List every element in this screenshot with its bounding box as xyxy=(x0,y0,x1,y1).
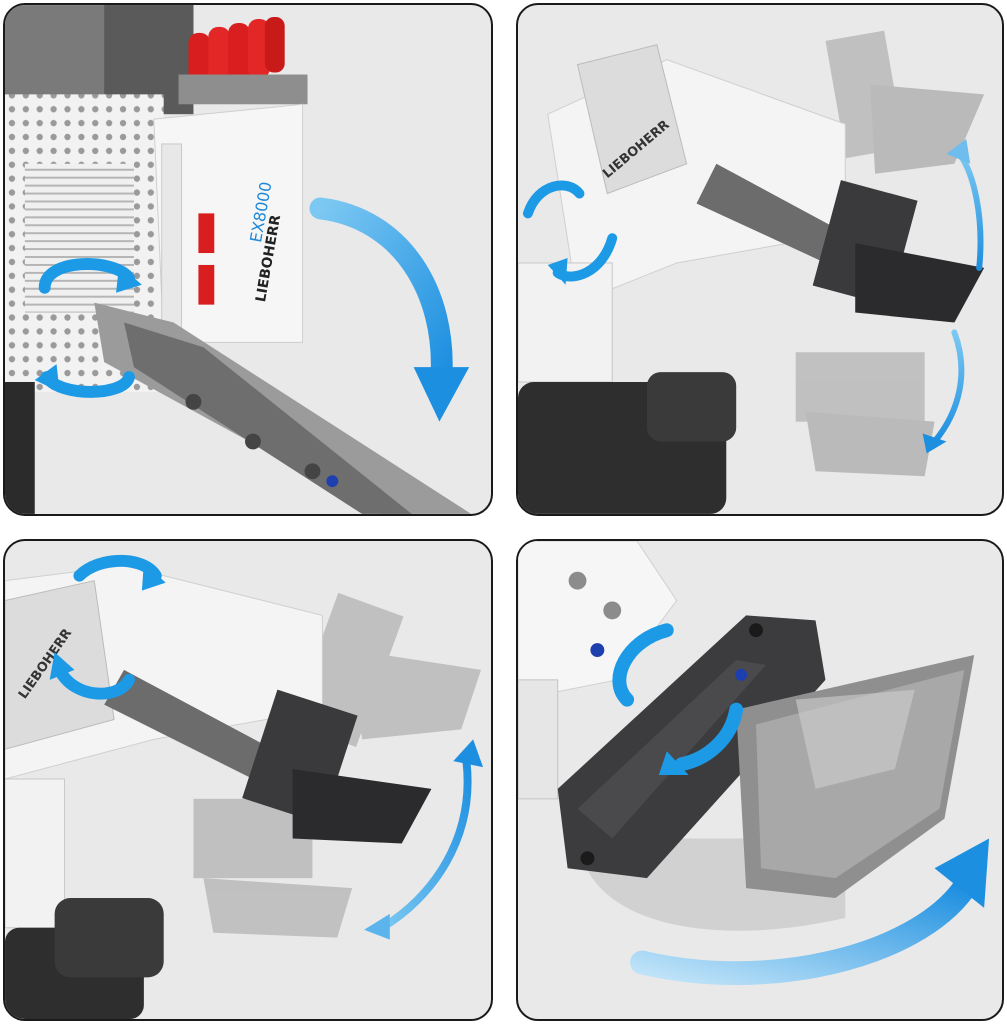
bucket-current xyxy=(242,689,432,844)
bucket-shell xyxy=(736,655,975,899)
boom-arm xyxy=(94,302,472,514)
panel-bucket-tilt: LIEBOHERR xyxy=(516,3,1004,516)
curved-right-arrow-icon xyxy=(630,838,990,986)
rotate-arrow-icon xyxy=(612,623,744,776)
rotate-arrow-icon xyxy=(34,364,135,398)
curved-down-arrow-icon xyxy=(309,197,470,422)
curved-down-arrow-icon xyxy=(922,329,965,454)
track-edge xyxy=(5,381,35,514)
upper-arm xyxy=(518,541,678,701)
rotate-arrow-icon xyxy=(49,652,135,700)
excavator-boom-illustration: LIEBOHERR xyxy=(518,30,985,514)
bucket-current xyxy=(812,180,985,323)
rotate-arrow-icon xyxy=(38,258,142,294)
panel-counterweight: EX8000 LIEBOHERR xyxy=(3,3,493,516)
panel-stick-swing: LIEBOHERR xyxy=(3,539,493,1021)
cab xyxy=(5,778,66,929)
ghost-bucket-lower xyxy=(193,798,353,938)
rotate-arrow-icon xyxy=(522,180,618,285)
panel-bucket-dump xyxy=(516,539,1004,1021)
excavator-stick-illustration: LIEBOHERR xyxy=(5,554,484,1019)
rotate-arrow-icon xyxy=(73,554,166,591)
bucket-link-plate xyxy=(557,615,826,879)
counterweight-body xyxy=(153,103,304,343)
curved-up-arrow-icon xyxy=(946,138,984,271)
ghost-bucket-lower xyxy=(795,352,935,477)
excavator-rear-illustration: EX8000 LIEBOHERR xyxy=(5,5,472,514)
excavator-bucket-illustration xyxy=(518,541,990,986)
